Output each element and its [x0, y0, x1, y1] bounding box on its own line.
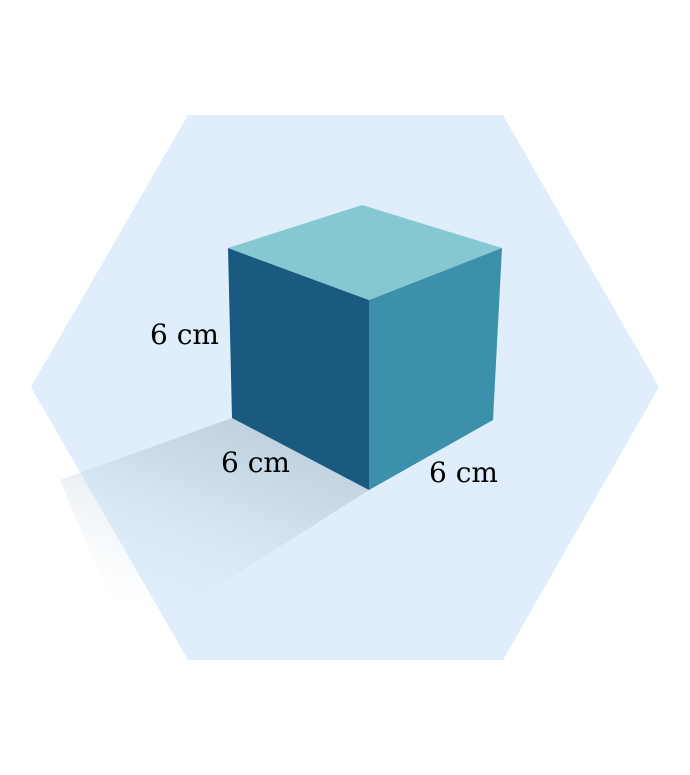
- width-label: 6 cm: [429, 456, 498, 489]
- cube-shadow: [60, 418, 369, 610]
- depth-label: 6 cm: [221, 446, 290, 479]
- height-label: 6 cm: [150, 318, 219, 351]
- cube-front-face: [228, 248, 369, 490]
- cube-top-face: [228, 205, 502, 300]
- cube-side-face: [369, 248, 502, 490]
